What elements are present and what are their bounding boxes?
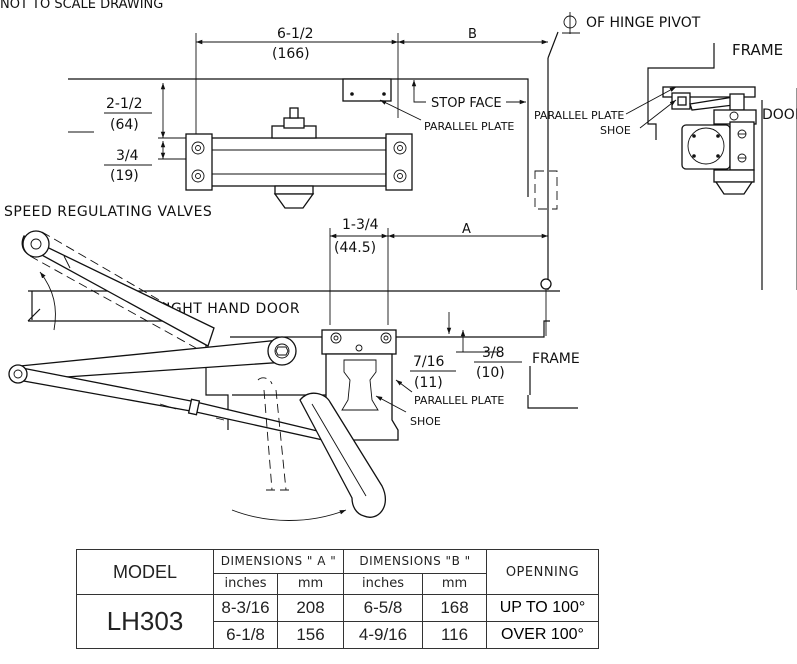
frame-label-top: FRAME — [732, 41, 783, 59]
side-closer-assembly — [662, 86, 757, 195]
unit-a-inches: inches — [213, 572, 278, 596]
side-frame-outline — [647, 43, 715, 140]
dim-2-1-2-inches: 2-1/2 — [106, 96, 143, 112]
unit-b-inches: inches — [343, 572, 423, 596]
parallel-plate-bottom — [321, 329, 399, 441]
row1-a-inches: 8-3/16 — [213, 594, 278, 622]
shoe-label-1: SHOE — [600, 124, 631, 137]
model-value: LH303 — [76, 594, 214, 649]
dim-6-1-2-inches: 6-1/2 — [277, 26, 314, 42]
specification-table: MODEL DIMENSIONS " A " DIMENSIONS "B " O… — [76, 549, 599, 649]
dim-3-4-inches: 3/4 — [116, 148, 139, 164]
bottom-frame-outline — [527, 366, 578, 409]
speed-valves-label: SPEED REGULATING VALVES — [4, 204, 212, 220]
row2-b-mm: 116 — [422, 621, 487, 649]
row2-a-inches: 6-1/8 — [213, 621, 278, 649]
dim-1-3-4-mm: (44.5) — [334, 240, 376, 256]
technical-drawing: NOT TO SCALE DRAWING OF HINGE PIVOT 6-1/… — [0, 0, 797, 521]
stop-face-leader — [413, 81, 426, 103]
not-to-scale-note: NOT TO SCALE DRAWING — [0, 0, 163, 12]
dim-7-16-inches: 7/16 — [413, 354, 445, 370]
frame-label-right: FRAME — [532, 351, 580, 367]
opening-header: OPENNING — [486, 549, 599, 595]
unit-b-mm: mm — [422, 572, 487, 596]
dim-3-8-mm: (10) — [476, 365, 505, 381]
door-closer-body-top — [185, 107, 413, 209]
dimensions-b-header: DIMENSIONS "B " — [343, 549, 487, 574]
row1-opening: UP TO 100° — [486, 594, 599, 622]
parallel-plate-label-3: PARALLEL PLATE — [414, 394, 504, 407]
parallel-plate-label-2: PARALLEL PLATE — [534, 109, 624, 122]
dim-3-8-inches: 3/8 — [482, 345, 505, 361]
swing-arc-upper — [39, 271, 56, 331]
stop-face-label: STOP FACE — [431, 96, 502, 111]
row2-opening: OVER 100° — [486, 621, 599, 649]
shoe-label-2: SHOE — [410, 415, 441, 428]
parallel-plate-label-1: PARALLEL PLATE — [424, 120, 514, 133]
table-row: 6-1/8 156 4-9/16 116 OVER 100° — [77, 621, 599, 649]
row2-b-inches: 4-9/16 — [343, 621, 423, 649]
arm-swing-dashed — [21, 230, 290, 491]
row2-a-mm: 156 — [277, 621, 344, 649]
model-header: MODEL — [76, 549, 214, 595]
swing-arc-lower — [231, 509, 347, 521]
dim-7-16-mm: (11) — [414, 375, 443, 391]
dim-6-1-2-mm: (166) — [272, 46, 310, 62]
row1-b-mm: 168 — [422, 594, 487, 622]
door-label: DOOR — [762, 107, 797, 123]
dim-b-label: B — [468, 27, 477, 42]
dim-1-3-4-inches: 1-3/4 — [342, 217, 379, 233]
top-frame-line — [68, 78, 529, 197]
dim-3-4-mm: (19) — [110, 168, 139, 184]
hinge-pivot-label: OF HINGE PIVOT — [586, 15, 701, 31]
unit-a-mm: mm — [277, 572, 344, 596]
swing-arm-lower — [299, 392, 387, 518]
row1-b-inches: 6-5/8 — [343, 594, 423, 622]
hinge-dashed-box — [534, 170, 558, 210]
row1-a-mm: 208 — [277, 594, 344, 622]
parallel-plate-top — [342, 78, 392, 102]
dim-2-1-2-mm: (64) — [110, 117, 139, 133]
dimensions-a-header: DIMENSIONS " A " — [213, 549, 344, 574]
table-row: LH303 8-3/16 208 6-5/8 168 UP TO 100° — [76, 594, 599, 649]
right-hand-door-label: RIGHT HAND DOOR — [156, 301, 300, 317]
dim-a-label: A — [462, 222, 471, 237]
centerline-icon — [562, 12, 580, 34]
closer-arm-assembly — [8, 336, 333, 443]
